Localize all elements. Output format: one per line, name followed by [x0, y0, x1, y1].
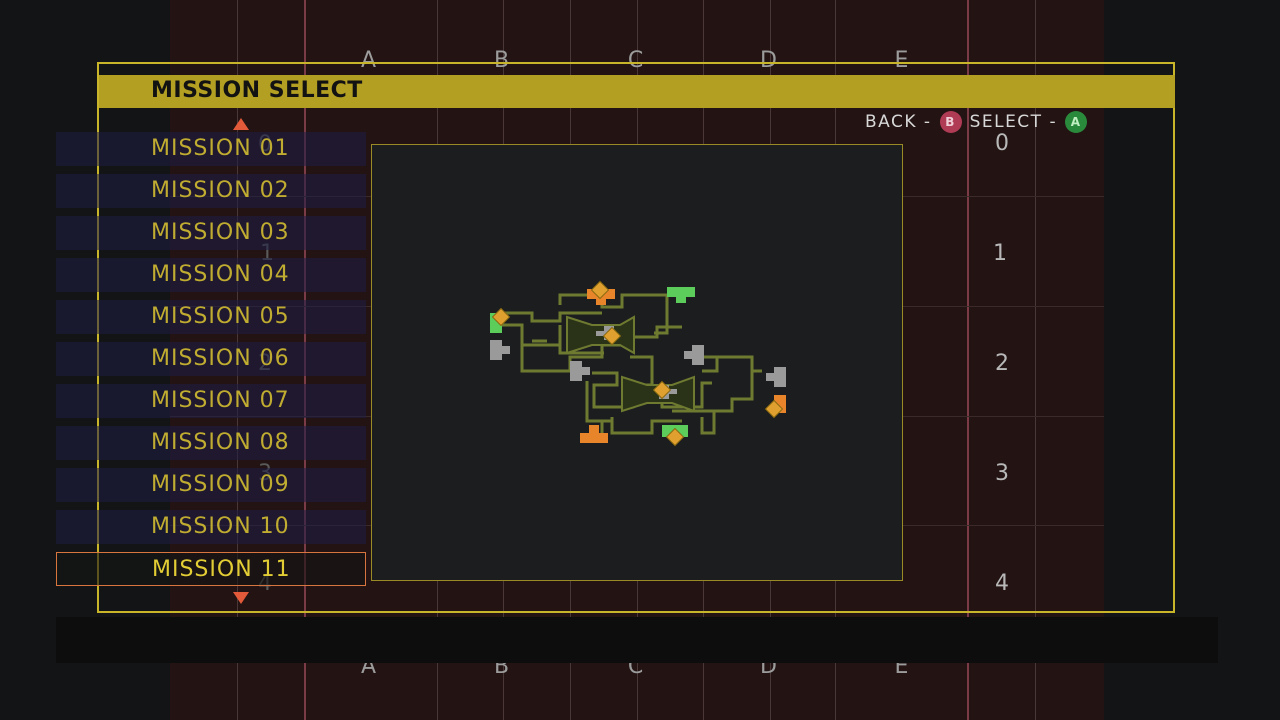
scroll-up-arrow-icon[interactable] — [233, 118, 249, 130]
objective-diamond — [491, 307, 511, 327]
grid-line-highlight — [967, 0, 969, 720]
gray-marker — [502, 346, 510, 354]
a-button-icon[interactable]: A — [1065, 111, 1088, 133]
grid-row-label: 0 — [995, 131, 1009, 156]
map-corridors — [502, 293, 762, 435]
mission-map — [371, 144, 903, 581]
map-layout-svg — [490, 280, 786, 447]
mission-select-frame — [97, 62, 1175, 613]
mission-label: MISSION 05 — [151, 304, 290, 329]
gray-marker — [766, 373, 774, 381]
mission-label: MISSION 08 — [151, 430, 290, 455]
grid-col-label-top: A — [360, 48, 378, 73]
select-hint-label: SELECT - — [969, 112, 1058, 132]
gray-marker — [684, 351, 692, 359]
gray-marker — [582, 367, 590, 375]
mission-label: MISSION 11 — [152, 557, 291, 582]
mission-item[interactable]: MISSION 01 — [56, 132, 366, 166]
mission-item[interactable]: MISSION 03 — [56, 216, 366, 250]
mission-item-selected[interactable]: MISSION 11 — [56, 552, 366, 586]
mission-item[interactable]: MISSION 02 — [56, 174, 366, 208]
mission-item[interactable]: MISSION 08 — [56, 426, 366, 460]
objective-diamond — [652, 380, 672, 400]
green-marker — [676, 295, 686, 303]
mission-label: MISSION 09 — [151, 472, 290, 497]
mission-label: MISSION 01 — [151, 136, 290, 161]
scroll-down-arrow-icon[interactable] — [233, 592, 249, 604]
green-marker — [667, 287, 695, 297]
page-title: MISSION SELECT — [151, 78, 363, 103]
orange-marker — [580, 433, 608, 443]
mission-item[interactable]: MISSION 06 — [56, 342, 366, 376]
objective-diamond — [590, 280, 610, 300]
objective-diamond — [602, 326, 622, 346]
gray-marker — [692, 345, 704, 365]
grid-col-label-top: C — [627, 48, 645, 73]
mission-label: MISSION 03 — [151, 220, 290, 245]
mission-label: MISSION 02 — [151, 178, 290, 203]
grid-row-label: 1 — [993, 241, 1007, 266]
orange-marker — [596, 297, 606, 305]
grid-row-label: 2 — [995, 351, 1009, 376]
objective-diamond — [764, 399, 784, 419]
gray-marker — [596, 331, 604, 336]
grid-col-label-top: B — [493, 48, 511, 73]
mission-item[interactable]: MISSION 04 — [56, 258, 366, 292]
grid-col-label-top: E — [894, 48, 910, 73]
gray-marker — [774, 367, 786, 387]
grid-col-label-top: D — [760, 48, 778, 73]
mission-label: MISSION 04 — [151, 262, 290, 287]
objective-diamond — [665, 427, 685, 447]
objective-markers — [491, 280, 784, 447]
gray-marker — [490, 340, 502, 360]
mission-item[interactable]: MISSION 07 — [56, 384, 366, 418]
mission-label: MISSION 06 — [151, 346, 290, 371]
grid-line — [1035, 0, 1036, 720]
grid-row-label: 4 — [995, 571, 1009, 596]
mission-item[interactable]: MISSION 05 — [56, 300, 366, 334]
mission-item[interactable]: MISSION 10 — [56, 510, 366, 544]
bottom-bar — [56, 617, 1218, 663]
b-button-icon[interactable]: B — [939, 111, 962, 133]
orange-marker — [589, 425, 599, 433]
gray-marker — [669, 389, 677, 394]
mission-item[interactable]: MISSION 09 — [56, 468, 366, 502]
mission-label: MISSION 10 — [151, 514, 290, 539]
gray-marker — [570, 361, 582, 381]
grid-row-label: 3 — [995, 461, 1009, 486]
mission-label: MISSION 07 — [151, 388, 290, 413]
back-hint-label: BACK - — [865, 112, 932, 132]
title-bar — [99, 75, 1175, 108]
controls-hint: BACK - B SELECT - A — [865, 111, 1095, 133]
